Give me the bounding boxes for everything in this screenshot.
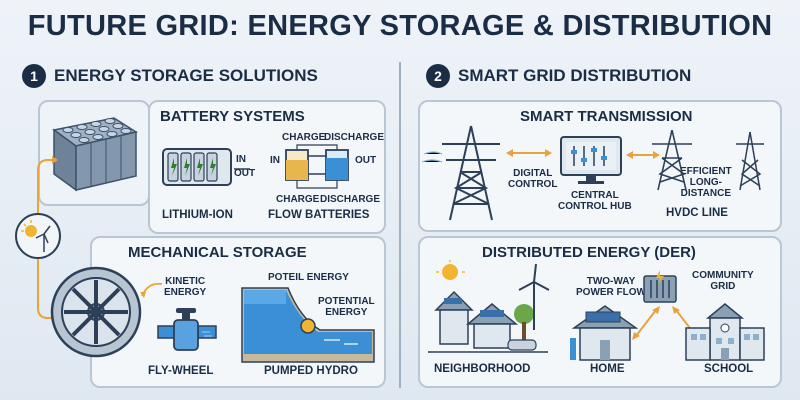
lithium-arrows [234,168,250,170]
battery-systems-title: BATTERY SYSTEMS [160,108,305,125]
school-label: SCHOOL [704,363,754,375]
lithium-in-label: IN [236,154,246,165]
hvdc-line-label: HVDC LINE [666,207,728,219]
flow-discharge-bottom-label: DISCHARGE [320,194,381,205]
section-divider [399,62,401,388]
neighborhood-icon [428,260,548,353]
valve-icon [157,308,217,351]
wind-turbine-icon [518,263,550,330]
section-heading-storage: 1 ENERGY STORAGE SOLUTIONS [22,64,318,88]
home-icon [570,305,639,361]
page-title: FUTURE GRID: ENERGY STORAGE & DISTRIBUTI… [27,10,773,42]
home-label: HOME [590,363,625,375]
flow-discharge-top-label: DISCHARGE [324,132,385,143]
potential-energy-top-label: POTEIL ENERGY [268,272,349,283]
section-number: 2 [426,64,450,88]
transmission-tower-icon [421,125,500,221]
flywheel-icon [50,266,142,358]
der-title: DISTRIBUTED ENERGY (DER) [482,244,696,261]
flywheel-label: FLY-WHEEL [148,365,214,377]
kinetic-energy-label: KINETIC ENERGY [164,276,207,298]
hub-to-hvdc-arrow [626,151,660,159]
two-way-power-flow-label: TWO-WAY POWER FLOW [576,276,646,298]
central-control-hub-label: CENTRAL CONTROL HUB [558,190,632,212]
flow-out-label: OUT [355,155,377,166]
lithium-ion-label: LITHIUM-ION [162,209,233,221]
smart-transmission-title: SMART TRANSMISSION [520,108,693,125]
flow-charge-bottom-label: CHARGE [276,194,320,205]
section-heading-text: ENERGY STORAGE SOLUTIONS [54,66,318,85]
neighborhood-label: NEIGHBORHOOD [434,363,531,375]
hvdc-tower-icon [652,129,692,191]
battery-module-icon [52,117,138,192]
community-grid-label: COMMUNITY GRID [692,270,754,292]
pumped-hydro-icon [241,287,375,363]
digital-control-label: DIGITAL CONTROL [508,168,558,190]
kinetic-arrow [140,282,163,298]
flow-in-label: IN [270,155,280,166]
lithium-out-label: OUT [234,168,256,179]
control-hub-monitor-icon [560,136,622,184]
flow-charge-top-label: CHARGE [282,132,326,143]
section-heading-text: SMART GRID DISTRIBUTION [458,66,692,85]
potential-energy-label: POTENTIAL ENERGY [318,296,375,318]
section-number: 1 [22,64,46,88]
mechanical-storage-title: MECHANICAL STORAGE [128,244,307,261]
sun-wind-source-icon [15,213,61,259]
flow-battery-icon [285,144,349,189]
efficient-long-distance-label: EFFICIENT LONG- DISTANCE [680,166,732,199]
pumped-hydro-label: PUMPED HYDRO [264,365,358,377]
section-heading-grid: 2 SMART GRID DISTRIBUTION [426,64,691,88]
lithium-ion-battery-icon [162,148,232,186]
hvdc-tower-right-icon [736,131,764,191]
digital-control-arrow [506,149,552,157]
flow-batteries-label: FLOW BATTERIES [268,209,370,221]
transformer-icon [643,270,677,303]
school-icon [685,303,765,361]
